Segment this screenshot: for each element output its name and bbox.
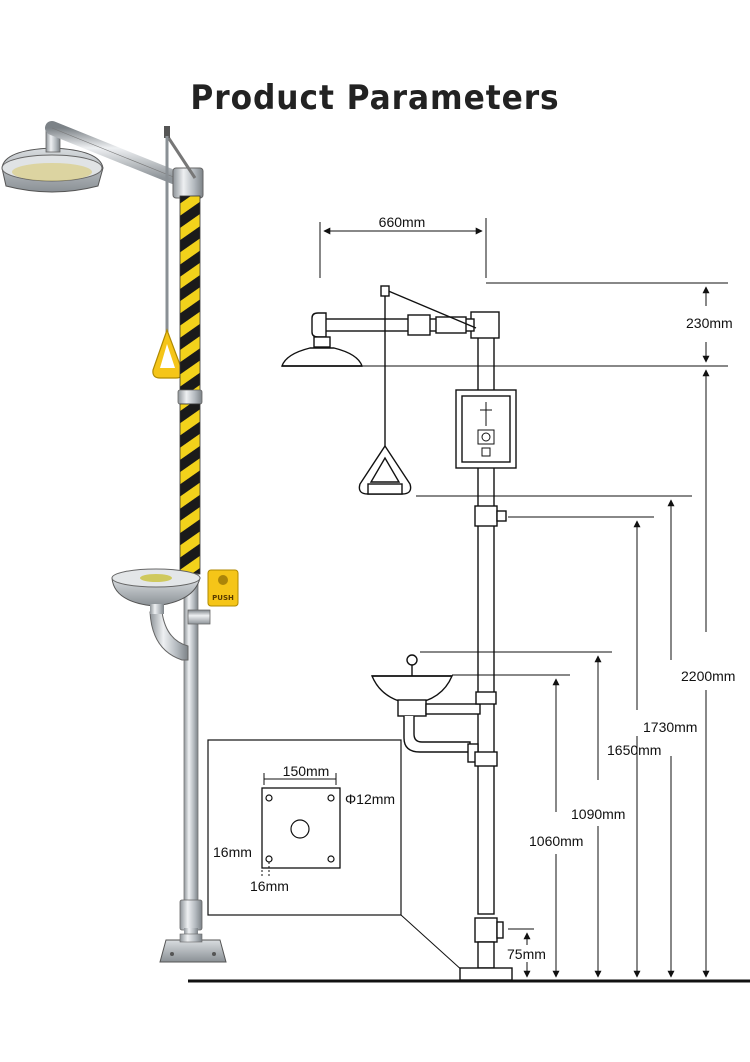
- dim-base-height: 75mm: [507, 946, 546, 962]
- dim-bowl-arm-height: 1090mm: [571, 806, 625, 822]
- page-title: Product Parameters: [190, 78, 560, 118]
- dim-total-height: 2200mm: [681, 668, 735, 684]
- dim-bowl-rim-height: 1650mm: [607, 742, 661, 758]
- base-plate-detail: 150mm Φ12mm 16mm 16mm: [207, 739, 465, 973]
- push-plate-photo: PUSH: [207, 569, 239, 607]
- dimension-lines: [319, 218, 728, 978]
- edge-offset-v-label: 16mm: [213, 844, 252, 860]
- hole-diameter-label: Φ12mm: [345, 791, 395, 807]
- striped-pipe-photo: [177, 195, 203, 938]
- technical-drawing: [281, 285, 517, 981]
- pull-handle-photo: [152, 328, 183, 379]
- product-photo: PUSH: [1, 121, 239, 963]
- push-label: PUSH: [212, 594, 234, 602]
- dim-valve-height: 1730mm: [643, 719, 697, 735]
- edge-offset-h-label: 16mm: [250, 878, 289, 894]
- dim-bowl-valve-height: 1060mm: [529, 833, 583, 849]
- shower-head-photo: [1, 121, 183, 193]
- eyewash-bowl-photo: [111, 568, 211, 661]
- dim-head-height: 230mm: [686, 315, 733, 331]
- base-plate-photo: [159, 933, 227, 963]
- dim-head-spread: 660mm: [379, 214, 426, 230]
- hole-spacing-label: 150mm: [283, 763, 330, 779]
